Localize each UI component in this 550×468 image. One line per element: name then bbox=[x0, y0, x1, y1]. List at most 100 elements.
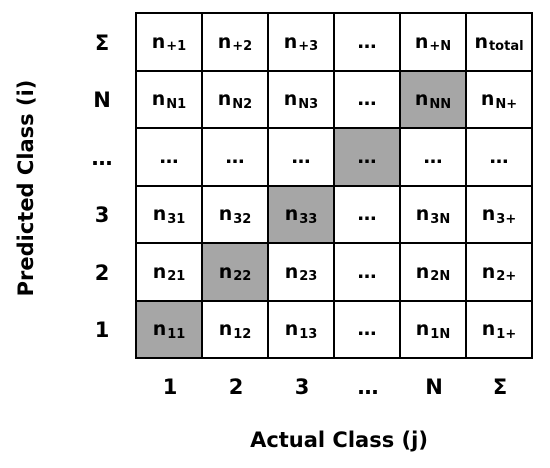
cell-symbol: … bbox=[357, 88, 377, 111]
cell-symbol: … bbox=[159, 145, 179, 168]
cell-subscript: N2 bbox=[232, 96, 253, 112]
cell-subscript: 13 bbox=[299, 326, 318, 342]
cell-symbol: n bbox=[284, 260, 299, 283]
row-label: 1 bbox=[94, 318, 110, 343]
cell-subscript: 1N bbox=[430, 326, 451, 342]
cell-symbol: n bbox=[481, 318, 496, 341]
matrix-cell: n+1 bbox=[137, 14, 203, 72]
x-axis-title: Actual Class (j) bbox=[250, 428, 428, 452]
cell-symbol: n bbox=[414, 88, 429, 111]
cell-symbol: n bbox=[152, 318, 167, 341]
cell-subscript: 3N bbox=[430, 211, 451, 227]
cell-symbol: n bbox=[217, 30, 232, 53]
matrix-cell: … bbox=[203, 129, 269, 187]
cell-symbol: n bbox=[218, 260, 233, 283]
cell-symbol: … bbox=[357, 145, 377, 168]
matrix-cell: … bbox=[467, 129, 533, 187]
cell-subscript: 32 bbox=[233, 211, 252, 227]
cell-subscript: 3+ bbox=[496, 211, 517, 227]
cell-symbol: n bbox=[284, 203, 299, 226]
cell-symbol: n bbox=[481, 203, 496, 226]
cell-symbol: n bbox=[415, 260, 430, 283]
cell-subscript: 11 bbox=[167, 326, 186, 342]
cell-symbol: n bbox=[151, 88, 166, 111]
cell-symbol: n bbox=[151, 30, 166, 53]
column-label: Σ bbox=[492, 375, 508, 399]
cell-symbol: n bbox=[414, 30, 429, 53]
y-axis-title: Predicted Class (i) bbox=[14, 79, 38, 297]
cell-symbol: … bbox=[291, 145, 311, 168]
matrix-cell: n+3 bbox=[269, 14, 335, 72]
row-label: … bbox=[91, 145, 113, 170]
cell-symbol: … bbox=[357, 203, 377, 226]
column-label: N bbox=[425, 375, 443, 399]
matrix-cell: … bbox=[137, 129, 203, 187]
cell-symbol: n bbox=[217, 88, 232, 111]
cell-symbol: … bbox=[423, 145, 443, 168]
column-label: 2 bbox=[228, 375, 244, 399]
row-label: Σ bbox=[94, 30, 110, 55]
cell-symbol: … bbox=[357, 318, 377, 341]
cell-subscript: N+ bbox=[495, 96, 518, 112]
cell-symbol: n bbox=[481, 260, 496, 283]
cell-symbol: n bbox=[415, 203, 430, 226]
matrix-cell: n+N bbox=[401, 14, 467, 72]
cell-symbol: n bbox=[480, 88, 495, 111]
cell-subscript: +1 bbox=[166, 39, 187, 55]
cell-subscript: N3 bbox=[298, 96, 319, 112]
cell-subscript: N1 bbox=[166, 96, 187, 112]
cell-symbol: n bbox=[415, 318, 430, 341]
column-label: 1 bbox=[162, 375, 178, 399]
matrix-cell: … bbox=[335, 244, 401, 302]
cell-subscript: total bbox=[488, 39, 524, 55]
cell-symbol: n bbox=[152, 260, 167, 283]
matrix-cell: … bbox=[335, 129, 401, 187]
cell-subscript: 31 bbox=[167, 211, 186, 227]
cell-subscript: 22 bbox=[233, 269, 252, 285]
cell-subscript: 23 bbox=[299, 269, 318, 285]
matrix-cell: … bbox=[335, 14, 401, 72]
column-label: … bbox=[357, 375, 379, 399]
cell-subscript: NN bbox=[429, 96, 452, 112]
cell-subscript: 2+ bbox=[496, 269, 517, 285]
matrix-cell: … bbox=[335, 71, 401, 129]
matrix-cell: n+2 bbox=[203, 14, 269, 72]
matrix-cell: … bbox=[335, 186, 401, 244]
row-label: N bbox=[93, 88, 111, 113]
cell-symbol: n bbox=[284, 318, 299, 341]
matrix-cell: … bbox=[335, 301, 401, 359]
cell-subscript: +N bbox=[429, 39, 452, 55]
cell-subscript: +2 bbox=[232, 39, 253, 55]
cell-symbol: … bbox=[225, 145, 245, 168]
cell-symbol: n bbox=[218, 318, 233, 341]
row-label: 2 bbox=[94, 260, 110, 285]
cell-subscript: 1+ bbox=[496, 326, 517, 342]
matrix-cell: … bbox=[269, 129, 335, 187]
cell-subscript: +3 bbox=[298, 39, 319, 55]
cell-symbol: n bbox=[283, 30, 298, 53]
cell-subscript: 33 bbox=[299, 211, 318, 227]
cell-subscript: 2N bbox=[430, 269, 451, 285]
cell-symbol: … bbox=[489, 145, 509, 168]
